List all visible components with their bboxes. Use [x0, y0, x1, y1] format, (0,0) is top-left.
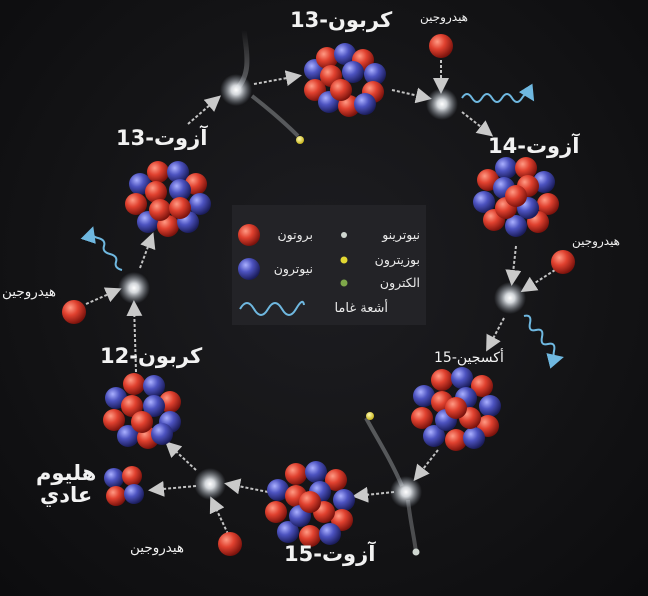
arrow-n14-to-glow: [505, 245, 522, 286]
label-helium-line1: هليوم: [36, 461, 97, 485]
positron-top: [296, 136, 304, 144]
arrow-c12-to-glow: [126, 300, 143, 373]
arrow-glow-to-c13: [253, 70, 302, 87]
arrow-h-to-glow-right: [520, 269, 556, 293]
nucleus-nitrogen-13: [125, 161, 211, 237]
legend: بروتون نيوترون نيوترينو بوزيترون الكترون…: [232, 205, 426, 325]
legend-positron-label: بوزيترون: [374, 252, 420, 267]
neutrino-bottom: [412, 548, 420, 556]
arrow-glow-to-n15: [352, 486, 395, 503]
label-oxygen-15: أكسجين-15: [434, 350, 504, 366]
legend-neutron-label: نيوترون: [273, 261, 313, 276]
hydrogen-right: [551, 250, 575, 274]
hydrogen-left: [62, 300, 86, 324]
legend-neutron-symbol: [238, 258, 260, 280]
hydrogen-bottom: [218, 532, 242, 556]
label-nitrogen-13: آزوت-13: [116, 126, 208, 150]
gamma-right: [523, 314, 564, 369]
arrow-h-to-glow-bottom: [209, 496, 229, 535]
gamma-left: [80, 226, 123, 271]
glow-bottom-right: [390, 476, 422, 508]
positron-bottom: [366, 412, 374, 420]
nucleus-nitrogen-14: [473, 157, 559, 237]
arrow-c13-to-glow: [391, 87, 432, 104]
glow-top-right: [426, 88, 458, 120]
arrow-glow-to-c12: [165, 441, 197, 471]
gamma-rays: [80, 83, 564, 369]
gamma-top-right: [461, 83, 535, 103]
label-hydrogen-left: هيدروجين: [2, 284, 57, 300]
arrow-n15-to-glow: [224, 478, 269, 495]
arrow-n13-to-glow: [187, 95, 222, 125]
label-helium-line2: عادي: [40, 483, 93, 507]
arrow-glow-to-o15: [486, 317, 505, 352]
label-helium: هليوم عادي: [36, 462, 96, 506]
arrow-o15-to-glow: [413, 449, 439, 482]
arrow-glow-to-n13: [139, 232, 156, 269]
legend-neutrino-symbol: [341, 232, 347, 238]
legend-proton-label: بروتون: [277, 227, 313, 242]
arrow-glow-to-helium: [148, 480, 197, 497]
legend-proton-symbol: [238, 224, 260, 246]
glow-bottom-left: [194, 468, 226, 500]
label-hydrogen-top: هيدروجين: [420, 10, 469, 24]
reaction-glows: [118, 74, 526, 508]
label-carbon-12: كربون-12: [100, 344, 203, 368]
arrow-h-to-glow-left: [85, 287, 122, 305]
nucleus-carbon-12: [103, 373, 181, 449]
nucleus-helium: [104, 466, 144, 506]
nucleus-nitrogen-15: [265, 461, 355, 547]
glow-left: [118, 272, 150, 304]
legend-gamma-symbol: [239, 300, 305, 316]
nucleus-oxygen-15: [411, 367, 501, 451]
label-nitrogen-14: آزوت-14: [488, 134, 580, 158]
glow-top-left: [220, 74, 252, 106]
nucleus-carbon-13: [304, 43, 386, 117]
legend-neutrino-label: نيوترينو: [382, 227, 420, 242]
cycle-arrows: [85, 60, 556, 535]
legend-electron-symbol: [340, 279, 348, 287]
arrow-glow-to-n14: [461, 111, 494, 137]
hydrogen-top: [429, 34, 453, 58]
label-carbon-13: كربون-13: [290, 8, 393, 32]
label-hydrogen-right: هيدروجين: [572, 234, 621, 248]
label-hydrogen-bottom: هيدروجين: [130, 540, 185, 556]
legend-gamma-label: أشعة غاما: [334, 301, 388, 316]
label-nitrogen-15: آزوت-15: [284, 542, 376, 566]
legend-electron-label: الكترون: [379, 275, 420, 290]
glow-right: [494, 282, 526, 314]
legend-positron-symbol: [340, 256, 348, 264]
legend-symbols: [238, 224, 348, 316]
